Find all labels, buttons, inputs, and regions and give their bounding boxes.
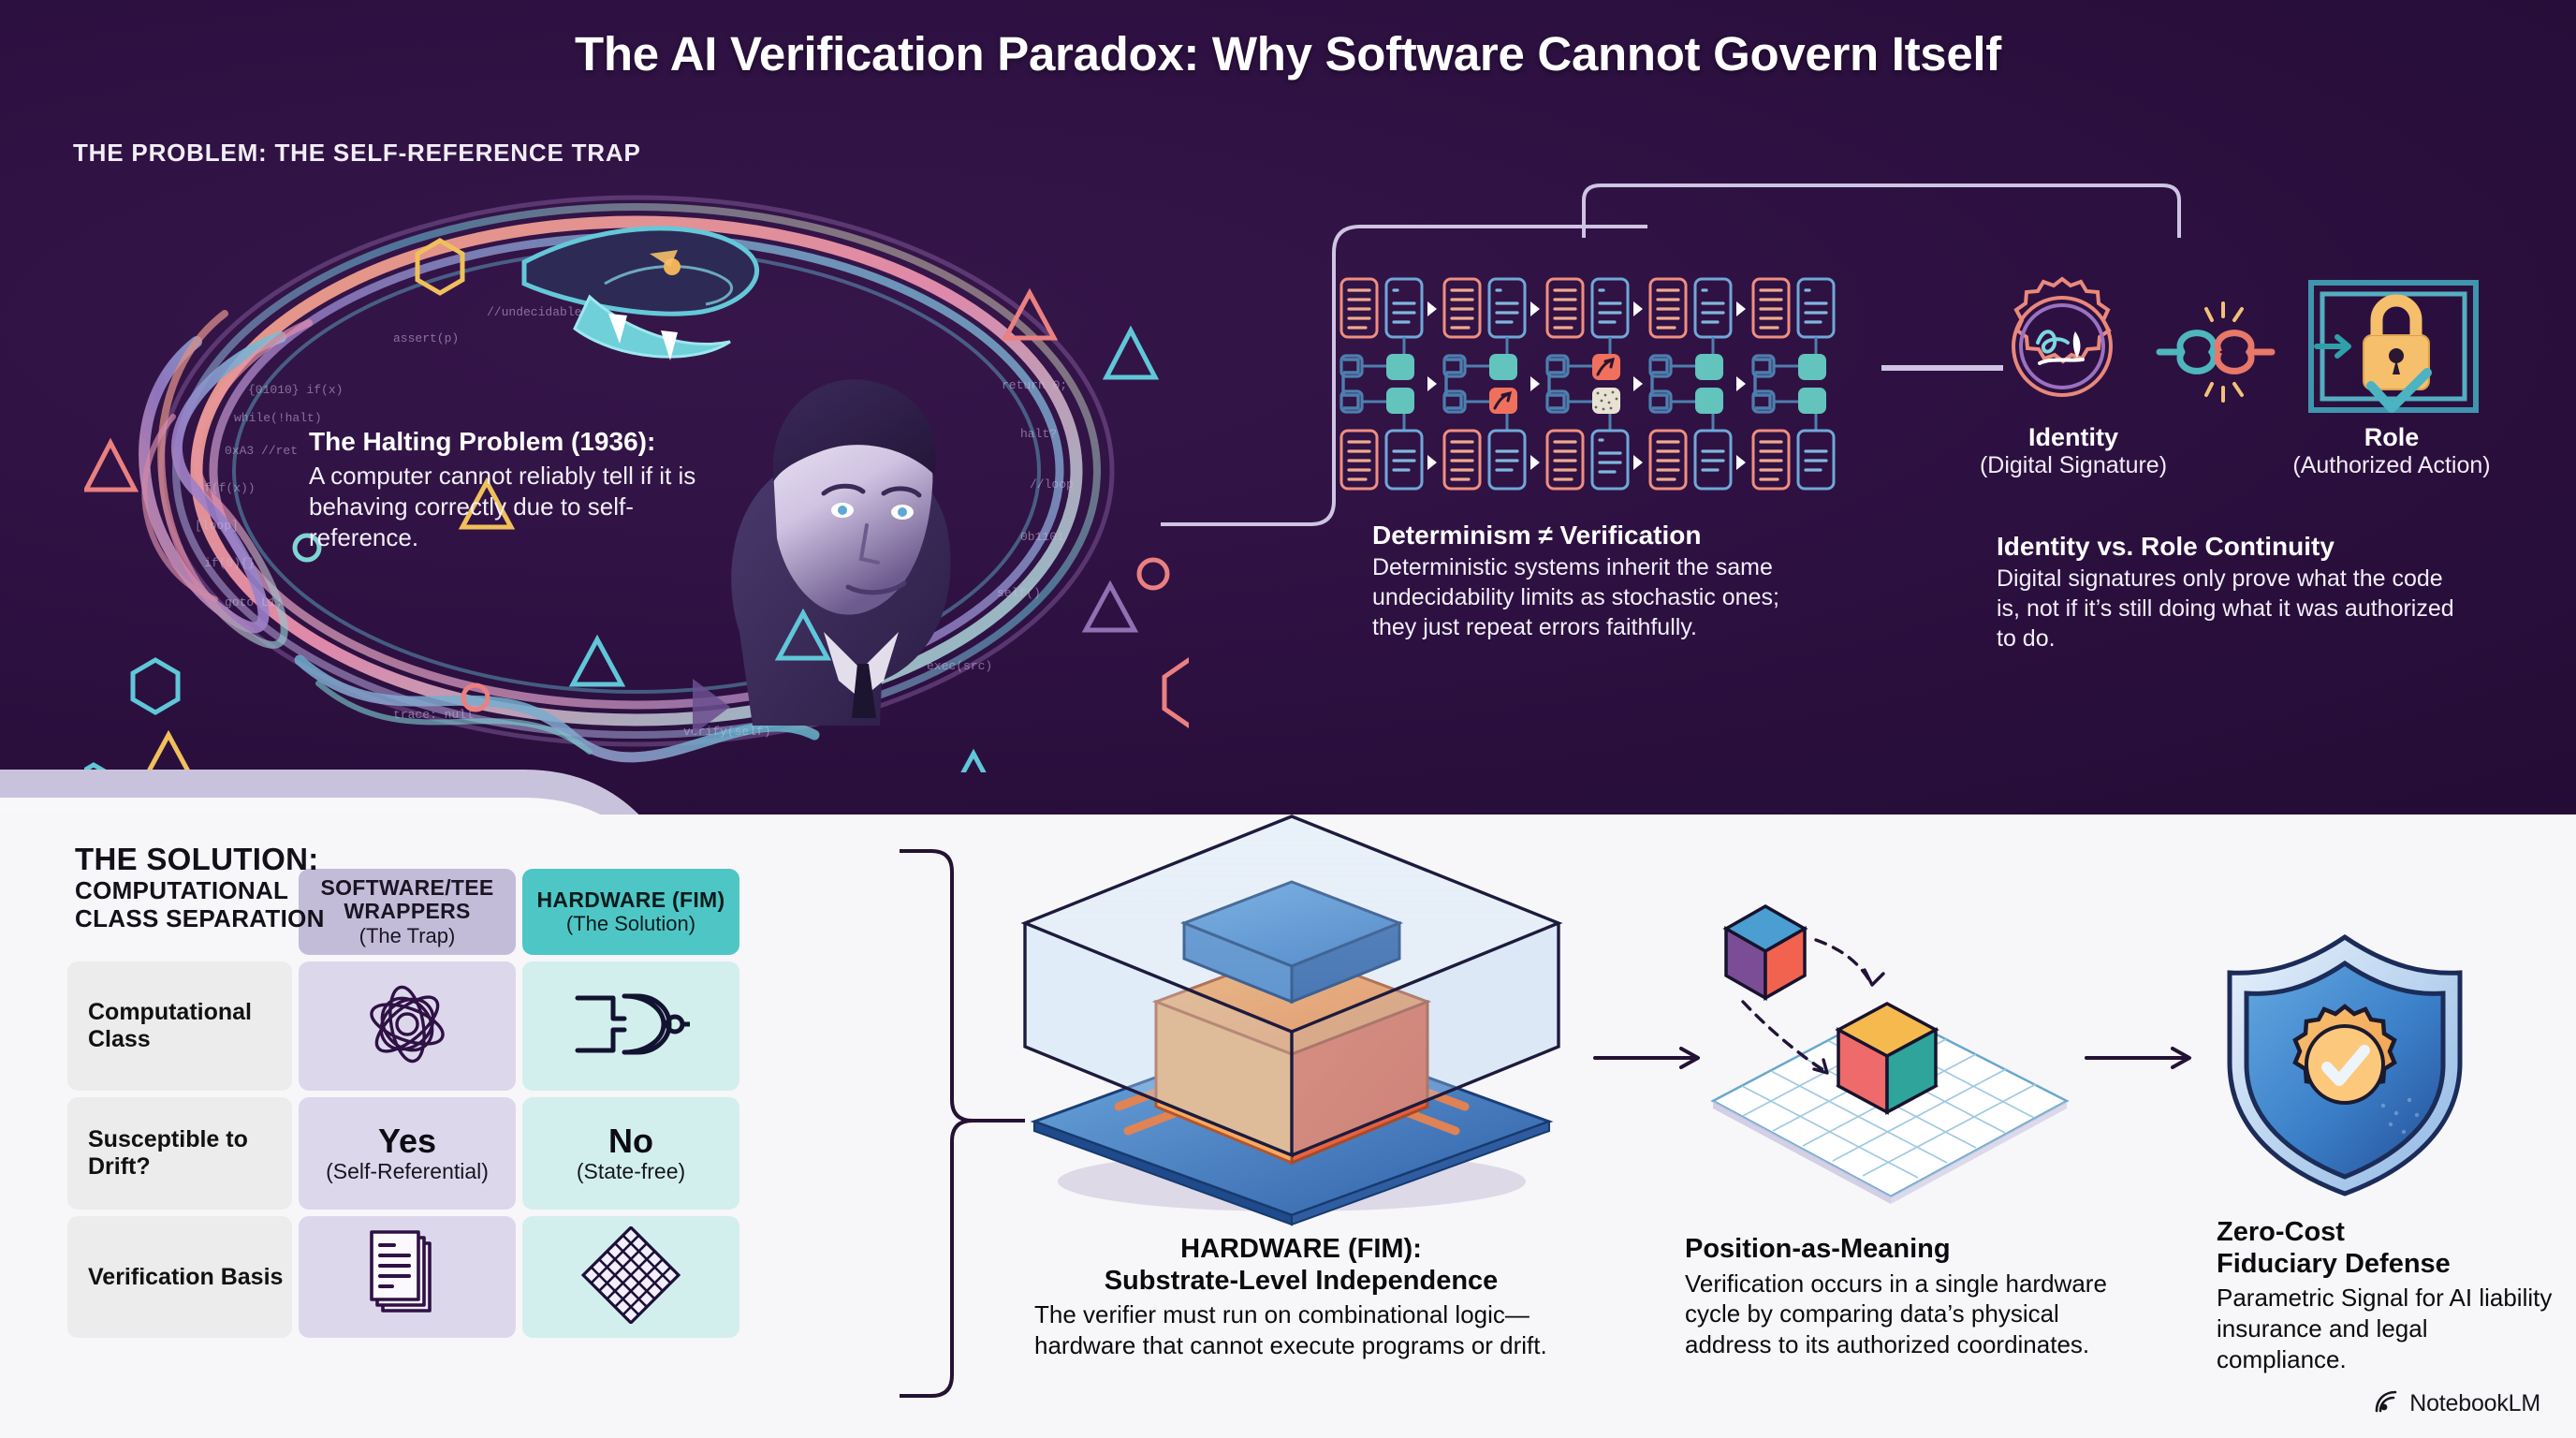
row-label-computational-class: Computational Class: [67, 961, 292, 1091]
header-software-tee-sub: (The Trap): [359, 923, 456, 947]
gate-array-mesh-icon: [564, 1225, 697, 1328]
caption-hardware-fim: HARDWARE (FIM): Substrate-Level Independ…: [1034, 1234, 1568, 1361]
header-software-tee-title: SOFTWARE/TEE WRAPPERS: [320, 875, 494, 924]
solution-title-line3: CLASS SEPARATION: [75, 903, 325, 932]
drift-software-sub: (Self-Referential): [326, 1158, 489, 1183]
solution-title-line1: THE SOLUTION:: [75, 842, 319, 876]
deterministic-pipeline-diagram: [1334, 271, 1886, 496]
isometric-chip-enclosure: [988, 777, 1596, 1226]
connector-line-problem: [1161, 215, 1647, 590]
shield-check-badge: [2190, 922, 2499, 1203]
svg-text:self(): self(): [997, 586, 1041, 600]
broken-link-icon: [2156, 301, 2276, 403]
bracket-top: [1582, 183, 2181, 240]
caption-hardware-fim-line2: Substrate-Level Independence: [1104, 1265, 1499, 1296]
svg-text:return 0;: return 0;: [1002, 378, 1067, 392]
halting-problem-heading: The Halting Problem (1936):: [309, 427, 656, 456]
svg-text:exec(src): exec(src): [927, 659, 992, 673]
row-label-verification-basis: Verification Basis: [67, 1216, 292, 1338]
cell-computational-class-software: [299, 961, 516, 1091]
signature-seal-icon: [2012, 276, 2113, 397]
halting-problem-body: A computer cannot reliably tell if it is…: [309, 461, 696, 552]
svg-text:verify(self): verify(self): [683, 725, 771, 739]
problem-kicker: THE PROBLEM: THE SELF-REFERENCE TRAP: [73, 139, 641, 167]
caption-zero-cost-line1: Zero-Cost: [2217, 1217, 2345, 1247]
identity-role-heading: Identity vs. Role Continuity: [1997, 532, 2334, 561]
determinism-body: Deterministic systems inherit the same u…: [1372, 554, 1779, 640]
cell-drift-software: Yes (Self-Referential): [299, 1097, 516, 1210]
role-label-title: Role: [2364, 423, 2420, 451]
nand-gate-icon: [572, 981, 698, 1072]
role-label-sub: (Authorized Action): [2292, 452, 2491, 479]
table-to-flow-brace: [894, 847, 1025, 1400]
svg-text:assert(p): assert(p): [393, 331, 459, 345]
notebooklm-footer: NotebookLM: [2373, 1388, 2540, 1419]
identity-role-callout: Identity vs. Role Continuity Digital sig…: [1997, 532, 2455, 653]
identity-role-icons: [1989, 262, 2513, 431]
class-separation-table: SOFTWARE/TEE WRAPPERS (The Trap) HARDWAR…: [67, 869, 910, 1338]
svg-text://loop: //loop: [1030, 477, 1074, 492]
stacked-documents-icon: [364, 1226, 450, 1328]
drift-software-value: Yes: [377, 1121, 437, 1160]
cell-verification-basis-software: [299, 1216, 516, 1338]
caption-position-as-meaning-body: Verification occurs in a single hardware…: [1685, 1269, 2107, 1359]
isometric-cube-on-grid: [1704, 899, 2097, 1208]
tangled-knot-icon: [355, 976, 460, 1078]
notebooklm-brand-label: NotebookLM: [2409, 1390, 2540, 1416]
caption-zero-cost-line2: Fiduciary Defense: [2217, 1248, 2451, 1279]
cell-verification-basis-hardware: [522, 1216, 739, 1338]
caption-hardware-fim-body: The verifier must run on combinational l…: [1034, 1300, 1547, 1359]
ouroboros-turing-portrait: {01010} if(x) while(!halt) 0xA3 //ret f(…: [68, 173, 1216, 814]
solution-title-line2: COMPUTATIONAL: [75, 875, 289, 904]
svg-text:while(!halt): while(!halt): [234, 411, 322, 425]
svg-text:[loop]: [loop]: [195, 519, 239, 533]
wave-divider-white: [0, 798, 600, 814]
table-header-software-tee: SOFTWARE/TEE WRAPPERS (The Trap): [299, 869, 516, 955]
identity-label: Identity (Digital Signature): [1952, 423, 2195, 480]
caption-zero-cost-body: Parametric Signal for AI liability insur…: [2217, 1284, 2553, 1373]
svg-text://undecidable: //undecidable: [487, 305, 581, 319]
caption-position-as-meaning: Position-as-Meaning Verification occurs …: [1685, 1234, 2125, 1360]
determinism-heading: Determinism ≠ Verification: [1372, 521, 1702, 550]
page-title: The AI Verification Paradox: Why Softwar…: [575, 27, 2001, 81]
caption-position-as-meaning-title: Position-as-Meaning: [1685, 1234, 1951, 1264]
svg-text:{01010} if(x): {01010} if(x): [248, 383, 343, 397]
svg-text:if(0){}: if(0){}: [204, 556, 256, 570]
flow-arrow-2: [2083, 1039, 2204, 1077]
table-header-hardware-fim: HARDWARE (FIM) (The Solution): [522, 869, 739, 955]
role-lock-icon: [2308, 280, 2479, 413]
solution-title: THE SOLUTION: COMPUTATIONAL CLASS SEPARA…: [75, 842, 325, 932]
svg-text:goto L1;: goto L1;: [225, 595, 283, 609]
problem-section: {01010} if(x) while(!halt) 0xA3 //ret f(…: [0, 0, 2576, 814]
header-hardware-fim-title: HARDWARE (FIM): [536, 887, 725, 912]
svg-text:halt?: halt?: [1020, 427, 1057, 441]
caption-hardware-fim-line1: HARDWARE (FIM):: [1180, 1234, 1422, 1264]
halting-problem-callout: The Halting Problem (1936): A computer c…: [309, 426, 702, 553]
svg-text:f(f(x)): f(f(x)): [204, 481, 256, 495]
cell-computational-class-hardware: [522, 961, 739, 1091]
header-hardware-fim-sub: (The Solution): [565, 912, 696, 935]
caption-zero-cost-defense: Zero-Cost Fiduciary Defense Parametric S…: [2217, 1217, 2563, 1375]
identity-role-body: Digital signatures only prove what the c…: [1997, 565, 2454, 652]
svg-text:0xA3 //ret: 0xA3 //ret: [225, 444, 298, 458]
role-label: Role (Authorized Action): [2270, 423, 2513, 480]
row-label-susceptible-to-drift: Susceptible to Drift?: [67, 1097, 292, 1210]
identity-label-sub: (Digital Signature): [1979, 452, 2168, 479]
drift-hardware-sub: (State-free): [576, 1158, 686, 1183]
svg-text:0b1101: 0b1101: [1020, 530, 1064, 544]
cell-drift-hardware: No (State-free): [522, 1097, 739, 1210]
identity-label-title: Identity: [2027, 423, 2118, 451]
svg-text:trace: null: trace: null: [393, 708, 474, 722]
bracket-stem: [1881, 365, 2003, 371]
notebooklm-logo-icon: [2373, 1388, 2401, 1419]
determinism-callout: Determinism ≠ Verification Deterministic…: [1372, 521, 1812, 642]
flow-arrow-1: [1591, 1039, 1713, 1077]
drift-hardware-value: No: [607, 1121, 653, 1160]
